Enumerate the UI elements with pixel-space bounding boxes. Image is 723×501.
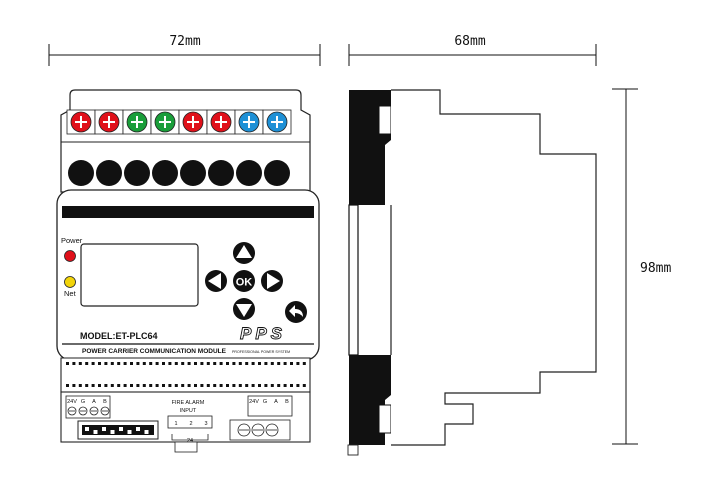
top-terminal-screws	[66, 109, 292, 135]
terminal-label: 24V	[67, 399, 77, 405]
wire-hole	[96, 160, 122, 186]
terminal-label: A	[92, 399, 96, 405]
dimension-width-front: 72mm	[48, 34, 321, 66]
ok-label: OK	[236, 277, 253, 289]
fire-alarm-numbers: 1 2 3	[174, 421, 207, 427]
wire-hole	[208, 160, 234, 186]
top-terminal-screw[interactable]	[94, 109, 124, 135]
dimension-width-side: 68mm	[348, 34, 597, 66]
model-label: MODEL:ET-PLC64	[80, 331, 158, 341]
top-terminal-screw[interactable]	[122, 109, 152, 135]
brand-tagline: PROFESSIONAL POWER SYSTEM	[232, 350, 290, 354]
terminal-screw[interactable]	[265, 423, 279, 437]
front-panel-top-bar	[62, 206, 314, 218]
dimension-height: 98mm	[612, 88, 671, 445]
arrow-down-icon	[236, 304, 252, 317]
fire-alarm-bridge-label: 24	[187, 438, 193, 444]
arrow-up-button[interactable]	[233, 242, 255, 264]
top-terminal-screw[interactable]	[234, 109, 264, 135]
terminal-screw[interactable]	[237, 423, 251, 437]
terminal-label: G	[81, 399, 85, 405]
module-label: POWER CARRIER COMMUNICATION MODULE	[82, 348, 227, 355]
wire-hole	[236, 160, 262, 186]
arrow-right-icon	[267, 273, 280, 289]
terminal-screw[interactable]	[100, 406, 110, 416]
terminal-label: 24V	[249, 399, 259, 405]
top-wire-holes	[68, 160, 290, 186]
net-led	[64, 276, 76, 288]
arrow-right-button[interactable]	[261, 270, 283, 292]
ok-button[interactable]: OK	[233, 270, 255, 292]
terminal-screw[interactable]	[67, 406, 77, 416]
lcd-screen	[80, 243, 199, 307]
front-view: Power Net OK MOD	[56, 89, 320, 453]
terminal-label: G	[263, 399, 267, 405]
dip-switch-keys	[85, 427, 149, 434]
wire-hole	[124, 160, 150, 186]
top-terminal-screw[interactable]	[150, 109, 180, 135]
wire-hole	[264, 160, 290, 186]
terminal-screw[interactable]	[78, 406, 88, 416]
power-label: Power	[61, 236, 83, 245]
wire-hole	[180, 160, 206, 186]
vent-dots	[66, 362, 306, 387]
terminal-label: 3	[204, 421, 207, 427]
dimension-label-98: 98mm	[640, 261, 671, 276]
back-button[interactable]	[285, 301, 307, 323]
power-led	[64, 250, 76, 262]
terminal-label: B	[103, 399, 107, 405]
wire-hole	[68, 160, 94, 186]
net-label: Net	[64, 289, 77, 298]
terminal-screw[interactable]	[251, 423, 265, 437]
terminal-label: 1	[174, 421, 177, 427]
top-terminal-screw[interactable]	[262, 109, 292, 135]
arrow-down-button[interactable]	[233, 298, 255, 320]
back-icon	[289, 305, 303, 317]
right-terminal-screws	[237, 423, 279, 437]
top-terminal-screw[interactable]	[66, 109, 96, 135]
top-terminal-screw[interactable]	[178, 109, 208, 135]
left-terminal-screws	[67, 406, 110, 416]
side-front-face	[348, 204, 359, 356]
wire-hole	[152, 160, 178, 186]
left-terminal-labels: 24V G A B	[67, 399, 107, 405]
fire-alarm-title: FIRE ALARM	[172, 400, 205, 406]
brand-logo: PPS	[240, 324, 286, 343]
right-terminal-labels: 24V G A B	[249, 399, 289, 405]
top-terminal-screw[interactable]	[206, 109, 236, 135]
fire-alarm-subtitle: INPUT	[180, 408, 197, 414]
side-outline	[391, 89, 597, 446]
terminal-label: A	[274, 399, 278, 405]
arrow-left-button[interactable]	[205, 270, 227, 292]
terminal-label: 2	[189, 421, 192, 427]
side-view	[347, 89, 597, 456]
arrow-left-icon	[208, 273, 221, 289]
arrow-up-icon	[236, 245, 252, 258]
terminal-label: B	[285, 399, 289, 405]
dimension-label-72: 72mm	[169, 34, 200, 49]
dimension-label-68: 68mm	[454, 34, 485, 49]
terminal-screw[interactable]	[89, 406, 99, 416]
